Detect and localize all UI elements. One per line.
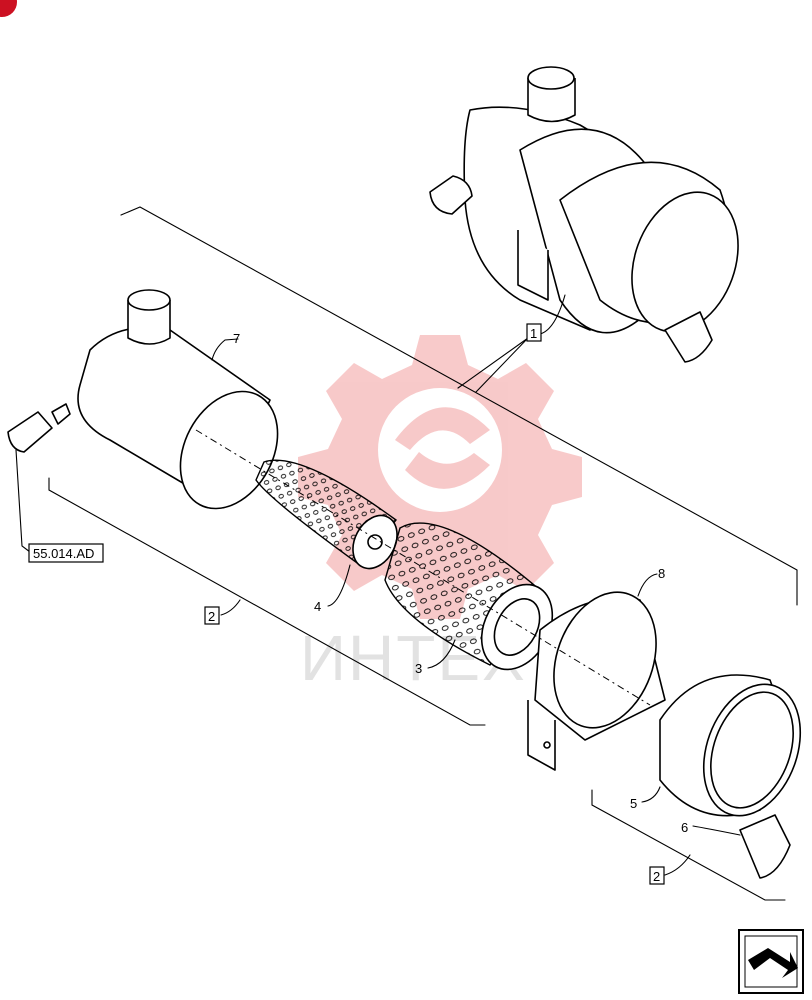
svg-text:2: 2 <box>653 869 660 884</box>
next-page-icon[interactable] <box>738 929 804 994</box>
svg-text:1: 1 <box>530 326 537 341</box>
outer-element-drawing <box>384 522 554 671</box>
boxed-label-1: 1 <box>526 323 542 342</box>
boxed-label-2-right: 2 <box>649 866 665 885</box>
part-label-5: 5 <box>630 796 637 811</box>
inner-element-drawing <box>255 459 398 570</box>
kit-bracket-lines <box>48 206 798 901</box>
leader-lines <box>15 338 741 876</box>
svg-text:2: 2 <box>208 609 215 624</box>
bracket-drawing <box>527 591 666 771</box>
reference-label[interactable]: 55.014.AD <box>28 543 104 563</box>
svg-text:55.014.AD: 55.014.AD <box>33 546 94 561</box>
corner-badge <box>0 0 17 17</box>
cover-drawing <box>659 674 802 879</box>
part-label-3: 3 <box>415 661 422 676</box>
part-label-6: 6 <box>681 820 688 835</box>
part-label-7: 7 <box>233 331 240 346</box>
part-label-8: 8 <box>658 566 665 581</box>
assembled-filter-drawing <box>429 66 739 363</box>
boxed-label-2-left: 2 <box>204 606 220 625</box>
housing-drawing <box>7 289 279 510</box>
part-label-4: 4 <box>314 599 321 614</box>
